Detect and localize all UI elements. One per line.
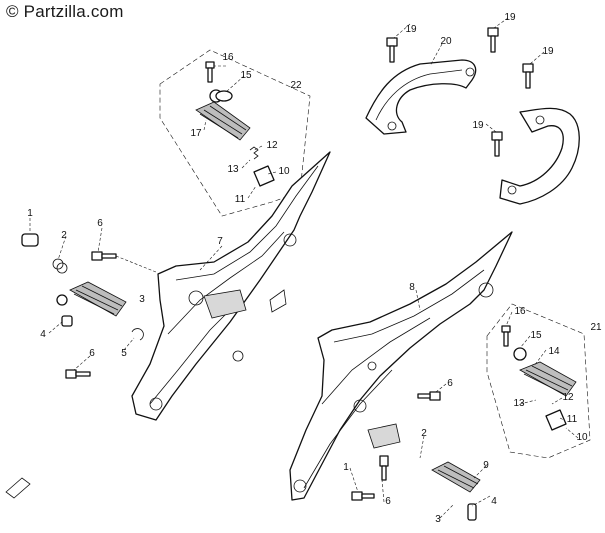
callout-1b: 1	[343, 462, 349, 473]
plate-10b	[545, 409, 567, 431]
callout-11a: 11	[235, 194, 246, 205]
callout-15b: 15	[530, 330, 542, 341]
bolt-19c	[522, 63, 534, 89]
grab-handle-20	[365, 59, 477, 135]
callout-13a: 13	[227, 164, 239, 175]
callout-16b: 16	[514, 306, 526, 317]
spring-2a	[52, 258, 68, 274]
group-box-21	[486, 303, 591, 459]
callout-15a: 15	[240, 70, 252, 81]
callout-19b: 19	[504, 12, 516, 23]
bolt-6d	[351, 491, 375, 501]
callout-16a: 16	[222, 52, 234, 63]
callout-13b: 13	[513, 398, 525, 409]
callout-19c: 19	[542, 46, 554, 57]
footrest-bracket-left-7	[131, 151, 331, 421]
footrest-bracket-right-8	[289, 231, 513, 501]
callout-2b: 2	[421, 428, 427, 439]
callout-9: 9	[483, 460, 489, 471]
watermark: © Partzilla.com	[6, 2, 124, 21]
footrest-left-lower	[56, 281, 127, 317]
callout-6d: 6	[385, 496, 391, 507]
bolt-6e	[379, 455, 389, 481]
callout-10a: 10	[278, 166, 290, 177]
bolt-16a	[205, 61, 215, 83]
pin-4b	[467, 503, 477, 521]
footrest-right-lower	[431, 461, 481, 493]
callout-1a: 1	[27, 208, 33, 219]
callout-5a: 5	[121, 348, 127, 359]
callout-12a: 12	[266, 140, 278, 151]
leader-lines	[29, 17, 579, 519]
callout-20: 20	[440, 36, 452, 47]
callout-12b: 12	[562, 392, 574, 403]
clip-5a	[131, 328, 144, 341]
callout-4b: 4	[491, 496, 497, 507]
callout-2a: 2	[61, 230, 67, 241]
bolt-19d	[491, 131, 503, 157]
pin-4a	[61, 315, 73, 327]
bolt-19a	[386, 37, 398, 63]
bolt-6c	[417, 391, 441, 401]
callout-3a: 3	[139, 294, 145, 305]
spring-12a	[249, 146, 259, 160]
callout-17: 17	[190, 128, 202, 139]
plate-10a	[253, 165, 275, 187]
pin-1a	[21, 233, 39, 247]
callout-22: 22	[290, 80, 302, 91]
bolt-6a	[91, 251, 117, 261]
grab-handle-right	[499, 107, 580, 205]
callout-8: 8	[409, 282, 415, 293]
footrest-14	[513, 347, 577, 397]
callout-21: 21	[590, 322, 602, 333]
callout-7: 7	[217, 236, 223, 247]
callout-11b: 11	[567, 414, 578, 425]
front-arrow	[5, 477, 31, 499]
washer-15a	[215, 90, 233, 102]
callout-6a: 6	[97, 218, 103, 229]
callout-19a: 19	[405, 24, 417, 35]
callout-4a: 4	[40, 329, 46, 340]
callout-14: 14	[548, 346, 560, 357]
bolt-19b	[487, 27, 499, 53]
bolt-16b	[501, 325, 511, 347]
callout-6b: 6	[89, 348, 95, 359]
bolt-6b	[65, 369, 91, 379]
callout-10b: 10	[576, 432, 588, 443]
callout-3b: 3	[435, 514, 441, 525]
callout-6c: 6	[447, 378, 453, 389]
callout-19d: 19	[472, 120, 484, 131]
